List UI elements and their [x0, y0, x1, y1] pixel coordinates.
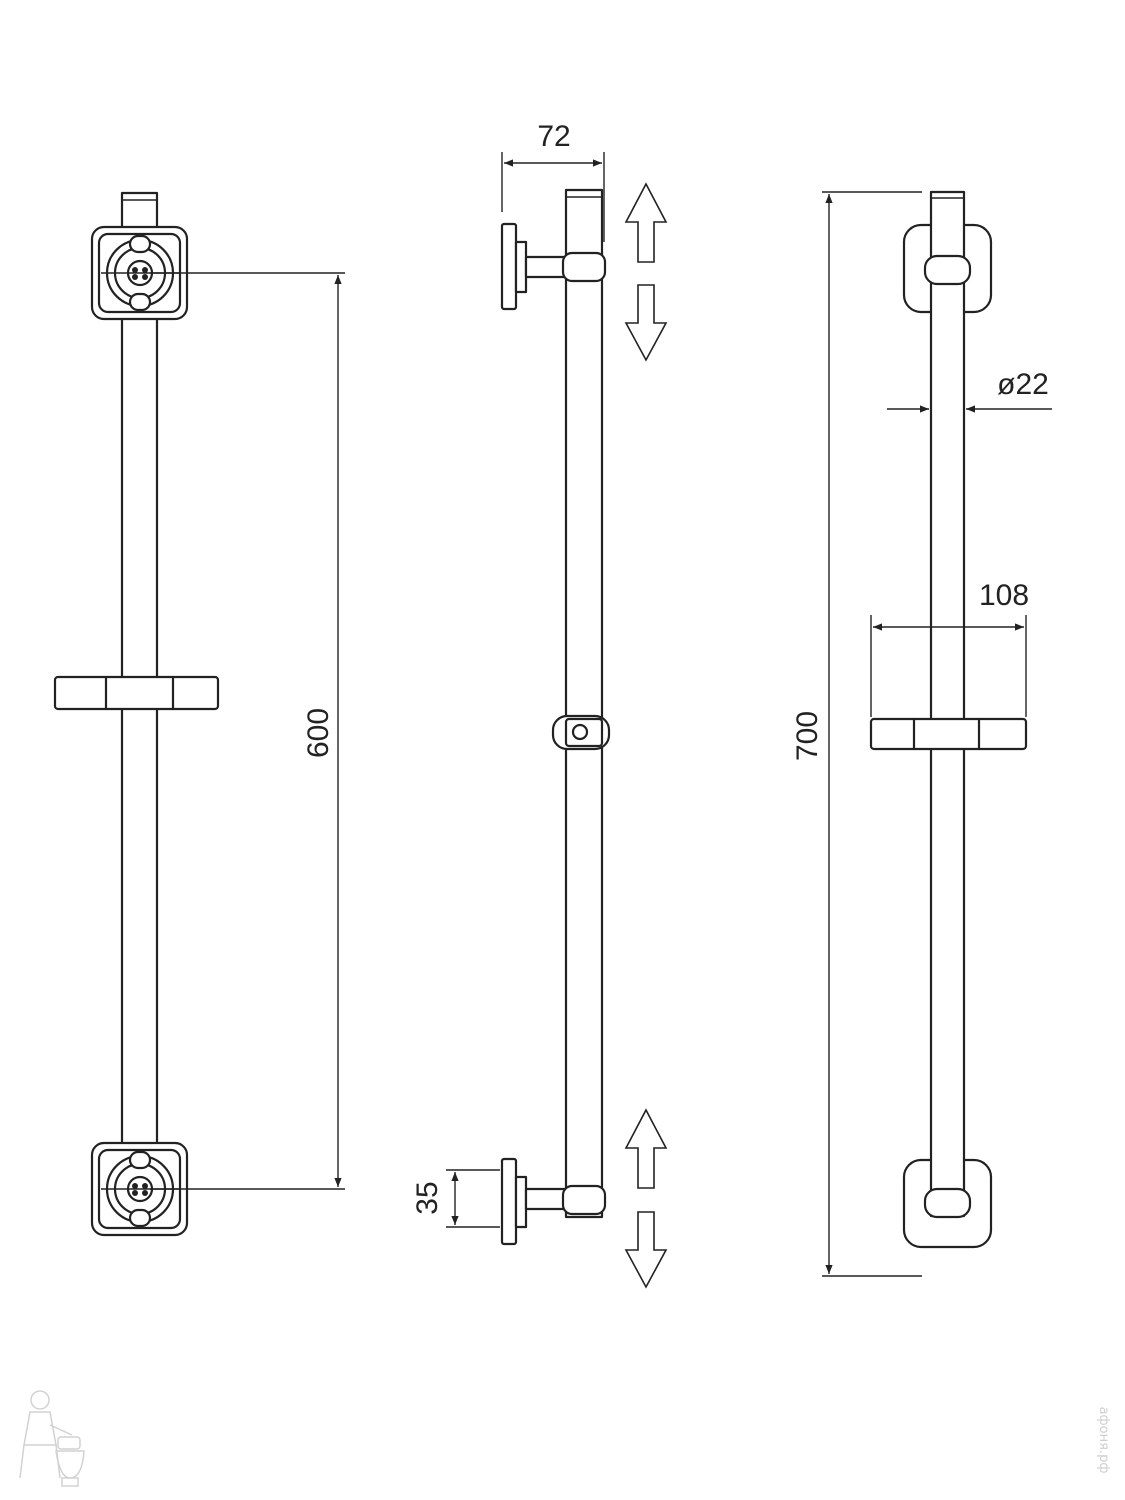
dimension-72-label: 72	[537, 120, 570, 153]
dimension-bar-length: 700	[791, 191, 922, 1277]
dimension-tube-diameter: ø22	[887, 368, 1052, 413]
up-arrow-icon	[624, 1108, 668, 1189]
plumber-mascot-icon	[19, 1390, 85, 1487]
down-arrow-icon	[624, 284, 668, 362]
up-arrow-icon	[624, 182, 668, 263]
front-view: 600	[53, 191, 345, 1237]
side-view: 72 35	[411, 120, 668, 1289]
side-top-wall-bracket	[500, 222, 607, 311]
side-view-bar	[564, 188, 604, 1219]
dimension-35-label: 35	[411, 1181, 444, 1214]
side-handshower-holder	[551, 714, 611, 751]
rear-view-bar	[929, 190, 966, 1218]
dimension-holder-width: 108	[870, 579, 1029, 717]
down-arrow-icon	[624, 1211, 668, 1289]
dimension-diameter-label: ø22	[997, 368, 1049, 401]
front-handshower-holder	[53, 675, 220, 711]
watermark-site-label: афоня.рф	[1096, 1407, 1111, 1474]
rear-view: 700 ø22 108	[791, 190, 1052, 1277]
dimension-700-label: 700	[791, 711, 824, 761]
dimension-bracket-spacing: 600	[150, 272, 345, 1190]
dimension-600-label: 600	[302, 708, 335, 758]
side-bottom-wall-bracket	[500, 1157, 607, 1246]
rear-handshower-holder	[869, 717, 1028, 751]
front-bottom-bracket	[90, 1141, 189, 1237]
dimension-bracket-depth: 72	[501, 120, 605, 242]
dimension-bracket-height: 35	[411, 1169, 500, 1228]
dimension-108-label: 108	[979, 579, 1029, 612]
